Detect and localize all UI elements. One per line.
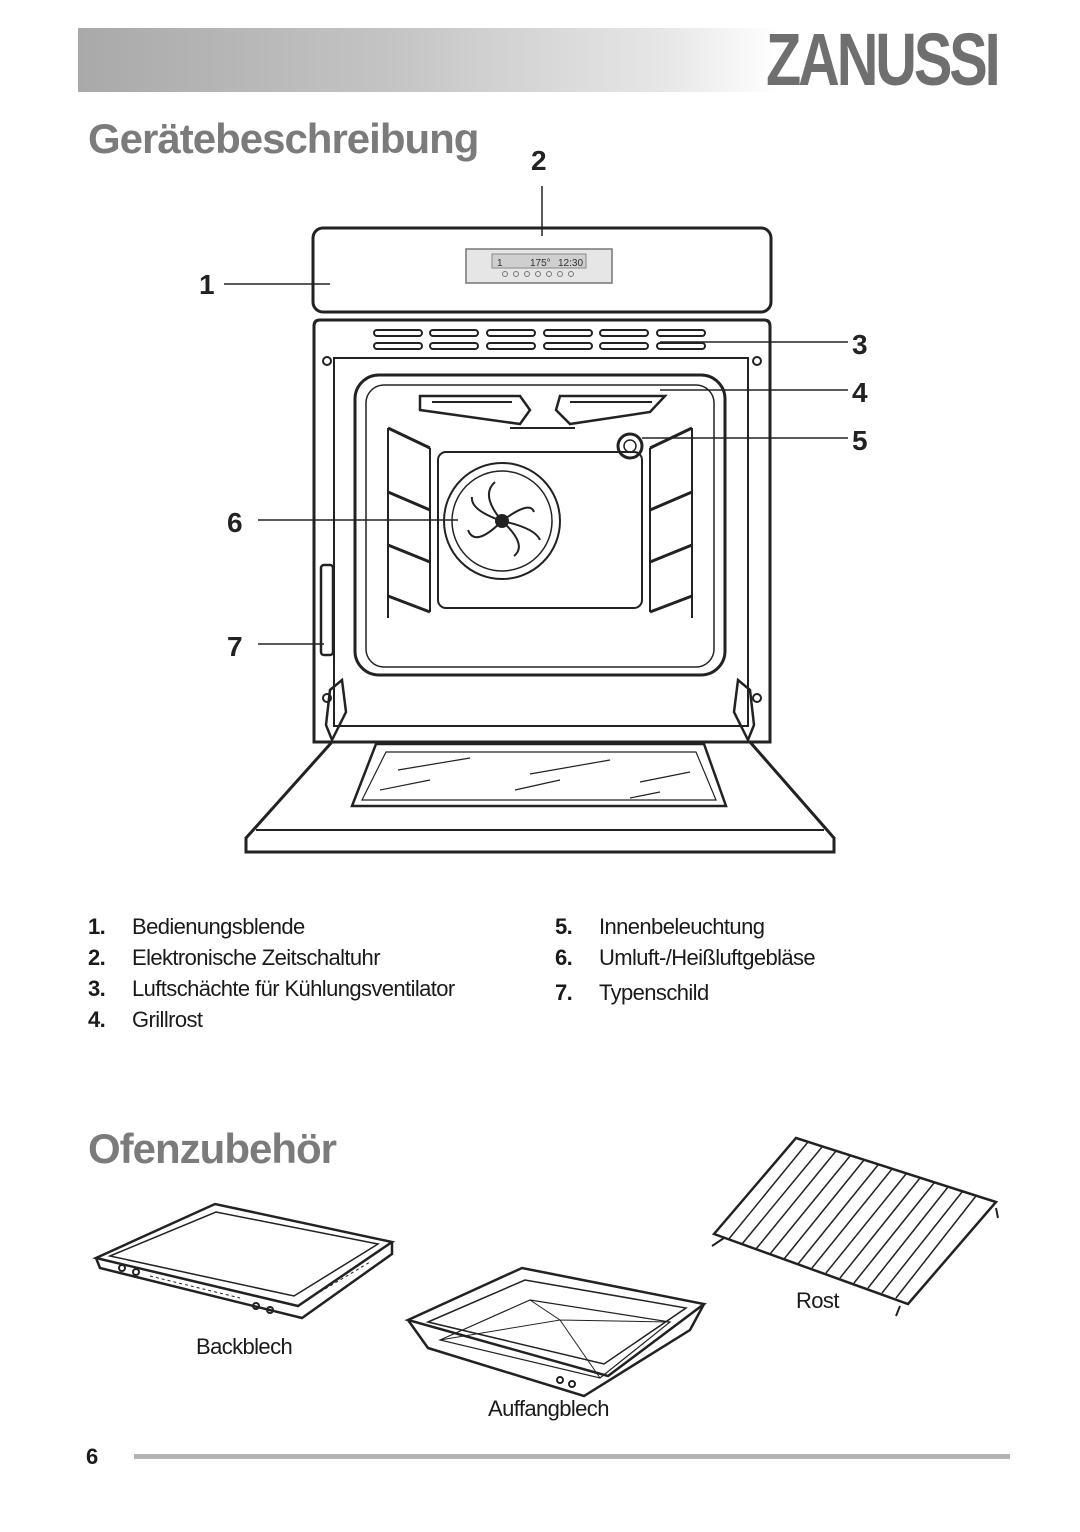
legend-num: 4. [88,1007,106,1032]
ventilation-slots [373,329,706,350]
footer-rule [134,1454,1010,1459]
section-title-device-description: Gerätebeschreibung [88,115,479,162]
caption-drip-pan: Auffangblech [488,1396,609,1421]
legend-label: Umluft-/Heißluftgebläse [599,945,816,970]
hinge-right [732,677,756,744]
glass-reflection [379,757,691,799]
callout-7: 7 [227,631,243,662]
display-temperature: 175° [530,258,551,269]
callout-1: 1 [199,269,215,300]
legend-label: Innenbeleuchtung [599,914,765,939]
caption-wire-rack: Rost [796,1288,839,1313]
rating-plate [319,563,335,657]
oven-door [244,740,836,854]
timer-display-screen [491,253,587,269]
legend-label: Elektronische Zeitschaltuhr [132,945,381,970]
callout-5: 5 [852,425,868,456]
legend-num: 7. [555,980,573,1005]
oven-cavity-inner [365,384,715,668]
hinge-left [324,677,348,744]
header-bar [78,28,778,92]
callout-6: 6 [227,507,243,538]
legend-label: Bedienungsblende [132,914,305,939]
back-panel [437,451,643,609]
interior-light [616,432,644,460]
display-buttons [502,271,574,277]
legend-left: 1. Bedienungsblende 2. Elektronische Zeits… [88,914,508,1044]
caption-baking-tray: Backblech [196,1334,293,1359]
legend-num: 1. [88,914,106,939]
legend-num: 2. [88,945,106,970]
callout-3: 3 [852,329,868,360]
grill-element [418,394,668,426]
baking-tray-drawing [92,1202,396,1320]
oven-body [312,318,772,744]
legend-num: 6. [555,945,573,970]
callout-2: 2 [531,145,547,176]
wire-rack-drawing [711,1136,999,1317]
display-time: 12:30 [558,258,583,269]
legend-label: Grillrost [132,1007,203,1032]
accessories-illustration [92,1136,999,1398]
oven-front-frame [333,357,749,727]
oven-diagram: 1 175° 12:30 [199,145,868,854]
screw [322,356,332,366]
display-left-digit: 1 [497,258,503,269]
page-number: 6 [86,1444,99,1469]
section-title-accessories: Ofenzubehör [88,1125,337,1172]
legend-num: 3. [88,976,106,1001]
drip-pan-drawing [404,1266,707,1398]
legend-right: 5. Innenbeleuchtung 6. Umluft-/Heißluftgeb… [555,914,855,1014]
callout-4: 4 [852,377,868,408]
oven-cavity [353,373,727,677]
side-rails-left [387,426,431,618]
legend-label: Typenschild [599,980,709,1005]
legend-num: 5. [555,914,573,939]
convection-fan [443,462,561,580]
door-window [350,742,728,808]
legend-label: Luftschächte für Kühlungsventilator [132,976,455,1001]
